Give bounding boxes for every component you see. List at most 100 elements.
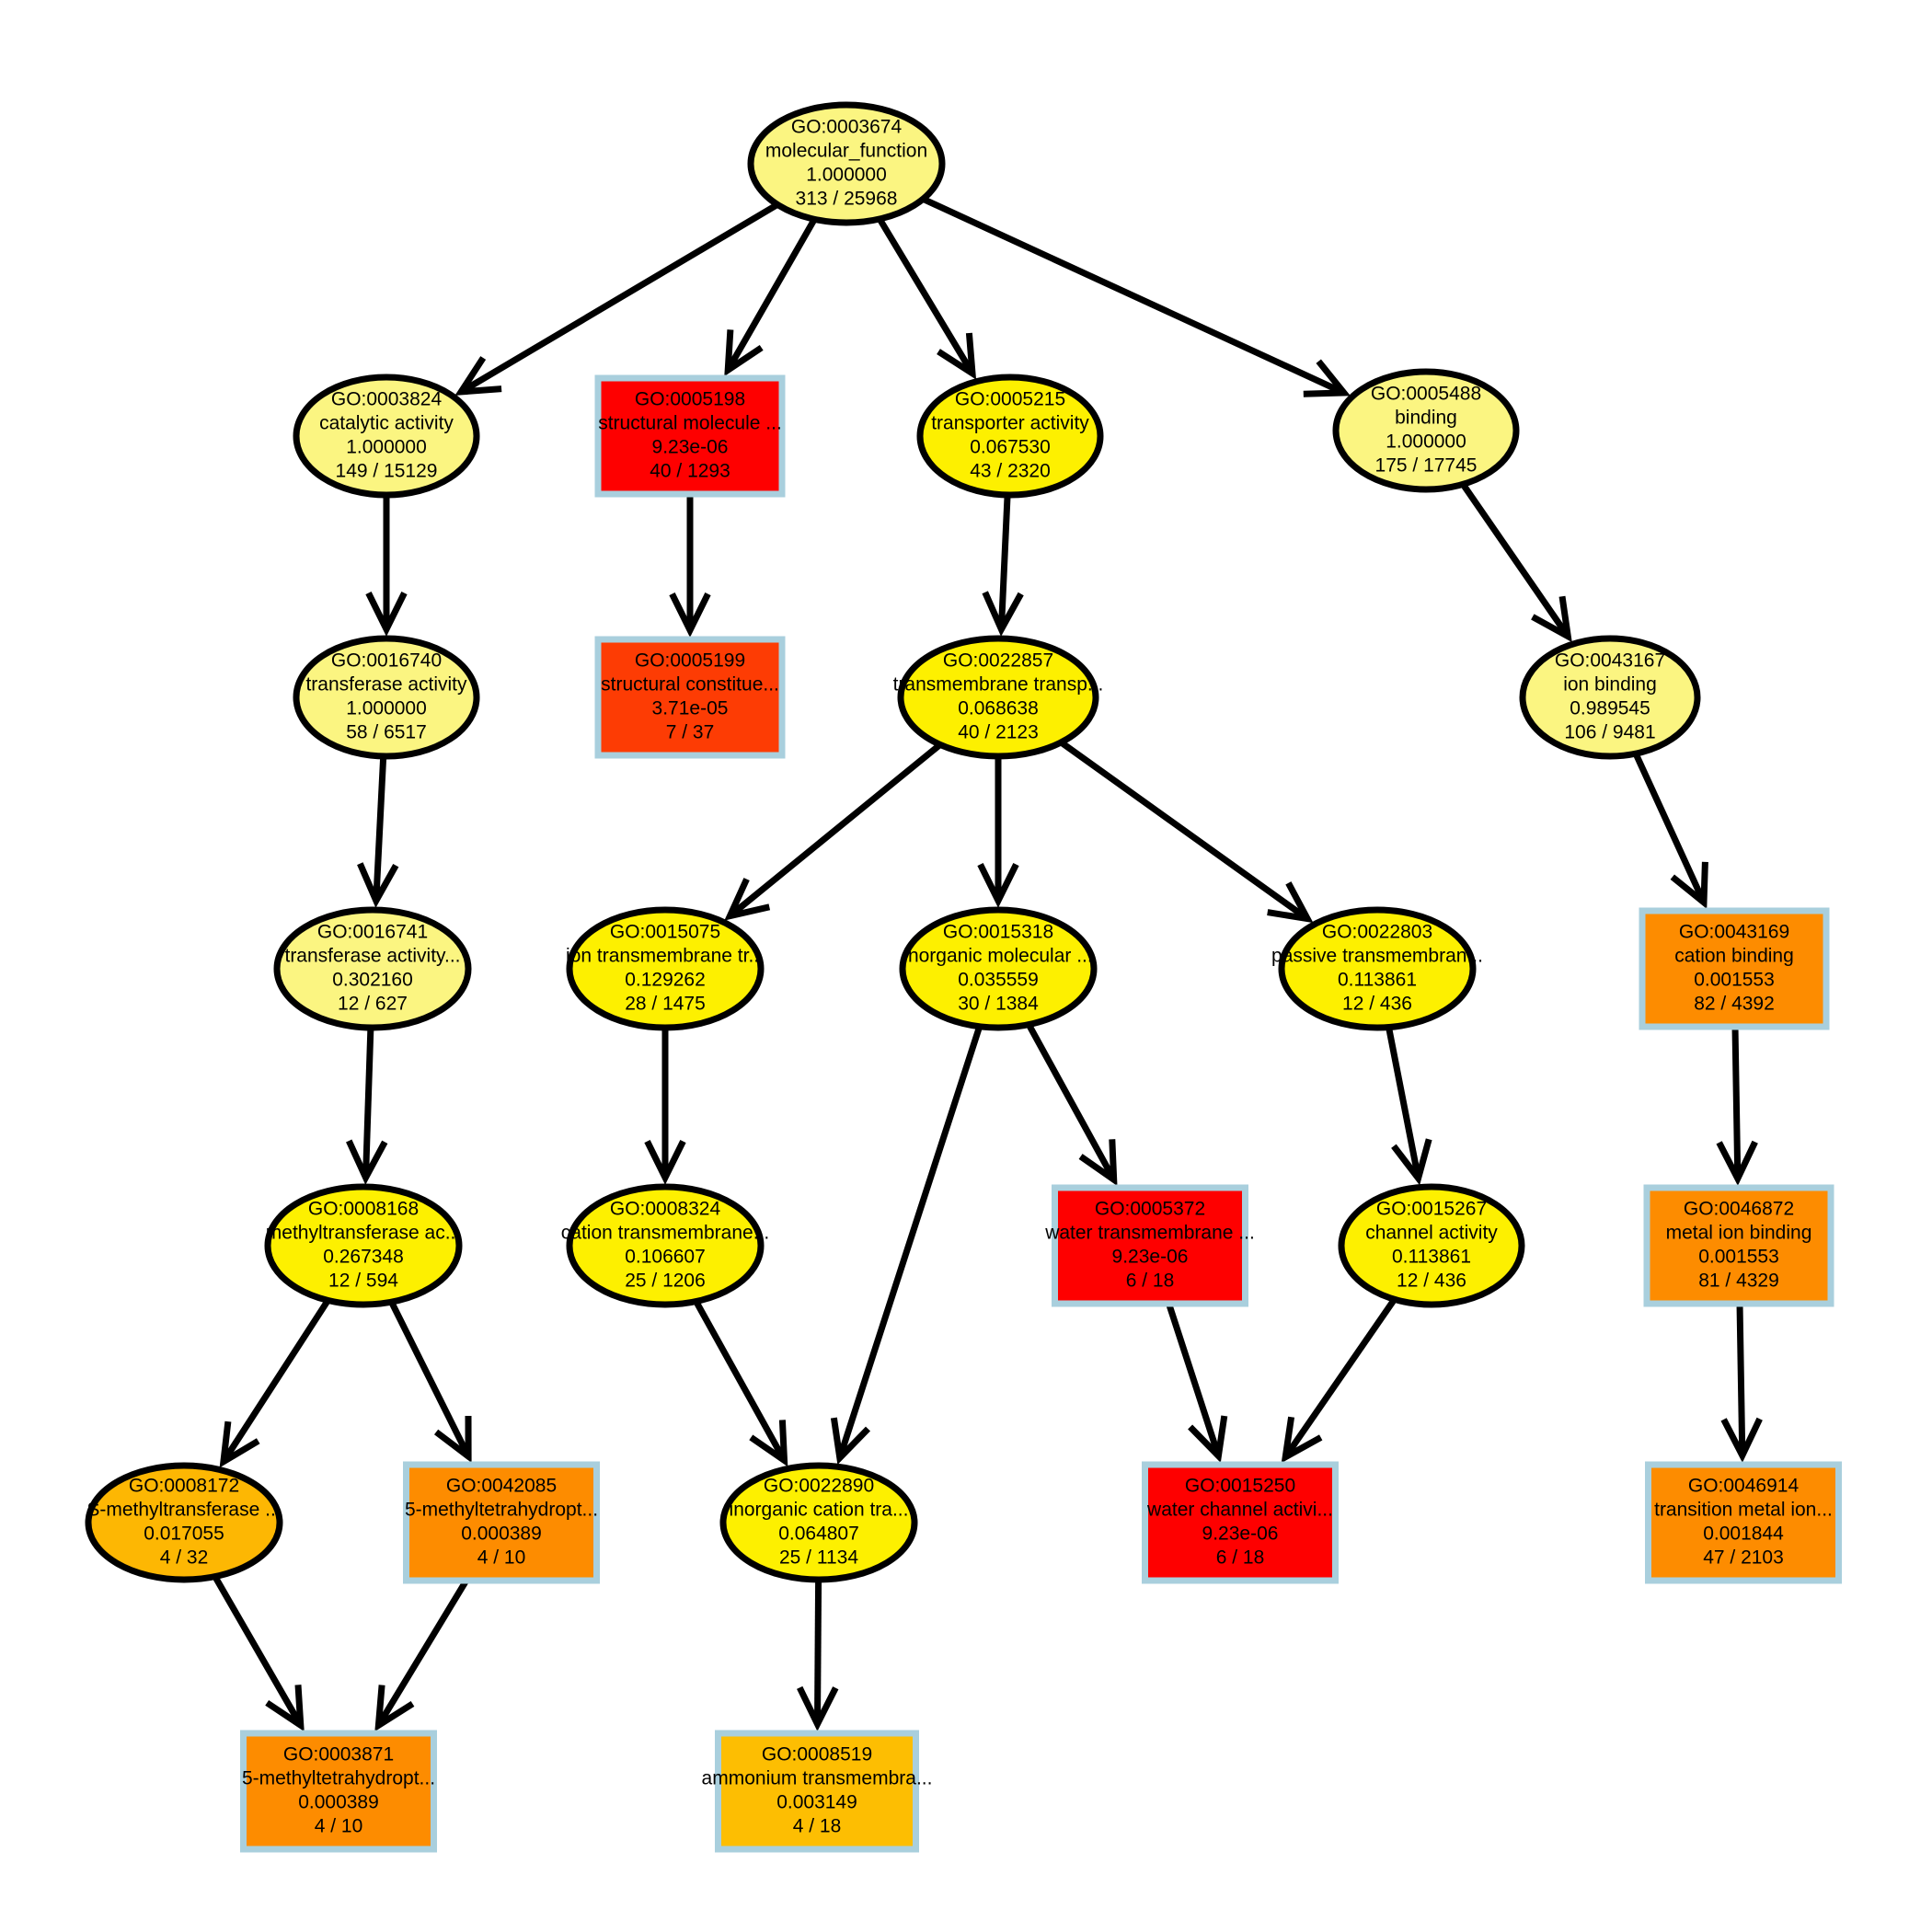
node-shape-ellipse[interactable]: [747, 101, 946, 226]
node-go-id: GO:0042085: [446, 1476, 557, 1497]
node-go-id: GO:0046872: [1684, 1199, 1794, 1220]
node-p-value: 0.067530: [970, 437, 1051, 458]
node-term-name: passive transmembran...: [1271, 946, 1483, 967]
node-shape-ellipse[interactable]: [264, 1183, 463, 1308]
node-shape-ellipse[interactable]: [273, 906, 472, 1031]
node-p-value: 0.003149: [776, 1792, 857, 1813]
edge-GO0003674-to-GO0005215: [877, 217, 977, 380]
node-shape-ellipse[interactable]: [719, 1462, 918, 1583]
node-shape-ellipse[interactable]: [293, 635, 480, 760]
node-p-value: 0.113861: [1338, 970, 1417, 991]
node-go-id: GO:0022890: [764, 1476, 874, 1497]
node-counts: 40 / 2123: [958, 722, 1039, 743]
node-counts: 149 / 15129: [336, 461, 438, 482]
node-p-value: 0.001553: [1698, 1247, 1779, 1268]
node-p-value: 9.23e-06: [652, 437, 729, 458]
node-term-name: transporter activity: [931, 413, 1089, 434]
node-shape-rect[interactable]: [594, 636, 786, 759]
node-p-value: 0.113861: [1392, 1247, 1471, 1268]
node-term-name: S-methyltransferase ...: [86, 1500, 281, 1521]
node-p-value: 0.106607: [625, 1247, 706, 1268]
node-term-name: structural molecule ...: [598, 413, 782, 434]
node-term-name: transition metal ion...: [1654, 1500, 1833, 1521]
node-term-name: transmembrane transp...: [893, 674, 1104, 696]
nodes-layer: GO:0003674molecular_function1.000000313 …: [85, 101, 1842, 1853]
node-p-value: 0.129262: [625, 970, 706, 991]
node-counts: 40 / 1293: [650, 461, 730, 482]
node-p-value: 9.23e-06: [1112, 1247, 1189, 1268]
node-p-value: 0.001553: [1694, 970, 1775, 991]
node-p-value: 1.000000: [1386, 431, 1466, 453]
node-shape-rect[interactable]: [715, 1730, 919, 1853]
edge-GO0022803-to-GO0015267: [1386, 1026, 1432, 1186]
node-counts: 81 / 4329: [1698, 1271, 1779, 1292]
node-shape-rect[interactable]: [594, 374, 786, 498]
node-shape-rect[interactable]: [1142, 1461, 1339, 1584]
node-shape-ellipse[interactable]: [916, 374, 1104, 499]
node-term-name: molecular_function: [765, 141, 927, 162]
node-p-value: 0.302160: [332, 970, 413, 991]
go-node-GO0003871[interactable]: GO:00038715-methyltetrahydropt...0.00038…: [240, 1730, 437, 1853]
node-shape-ellipse[interactable]: [1332, 368, 1520, 493]
node-counts: 4 / 32: [160, 1547, 209, 1569]
node-term-name: 5-methyltetrahydropt...: [242, 1768, 435, 1789]
node-go-id: GO:0008168: [308, 1199, 419, 1220]
node-counts: 12 / 436: [1342, 994, 1412, 1015]
node-shape-rect[interactable]: [1639, 907, 1830, 1030]
edge-GO0015075-to-GO0008324: [644, 1028, 686, 1185]
edge-GO0016740-to-GO0016741: [357, 755, 399, 908]
node-p-value: 0.035559: [958, 970, 1039, 991]
node-counts: 12 / 594: [328, 1271, 398, 1292]
node-shape-rect[interactable]: [1645, 1461, 1842, 1584]
node-term-name: transferase activity: [305, 674, 467, 696]
node-shape-ellipse[interactable]: [1519, 635, 1701, 760]
node-term-name: 5-methyltetrahydropt...: [405, 1500, 598, 1521]
edge-GO0022857-to-GO0015075: [724, 742, 943, 921]
node-shape-ellipse[interactable]: [566, 906, 765, 1031]
node-shape-ellipse[interactable]: [293, 374, 480, 499]
go-node-GO0042085[interactable]: GO:00420855-methyltetrahydropt...0.00038…: [403, 1461, 600, 1584]
edge-GO0022857-to-GO0022803: [1059, 740, 1314, 924]
node-shape-rect[interactable]: [240, 1730, 437, 1853]
node-counts: 106 / 9481: [1564, 722, 1655, 743]
go-node-GO0003674[interactable]: GO:0003674molecular_function1.000000313 …: [747, 101, 946, 226]
node-shape-rect[interactable]: [403, 1461, 600, 1584]
node-shape-ellipse[interactable]: [566, 1183, 765, 1308]
node-shape-ellipse[interactable]: [899, 906, 1098, 1031]
node-shape-rect[interactable]: [1643, 1184, 1834, 1307]
node-shape-ellipse[interactable]: [897, 635, 1099, 760]
node-go-id: GO:0005199: [635, 650, 745, 672]
node-counts: 6 / 18: [1126, 1271, 1175, 1292]
edge-GO0003674-to-GO0005198: [724, 217, 818, 377]
node-shape-rect[interactable]: [1052, 1184, 1248, 1307]
node-shape-ellipse[interactable]: [1278, 906, 1477, 1031]
node-counts: 4 / 10: [315, 1816, 363, 1837]
node-shape-ellipse[interactable]: [1338, 1183, 1525, 1308]
node-shape-ellipse[interactable]: [85, 1462, 283, 1583]
node-counts: 58 / 6517: [346, 722, 427, 743]
edge-GO0005372-to-GO0015250: [1166, 1302, 1228, 1463]
